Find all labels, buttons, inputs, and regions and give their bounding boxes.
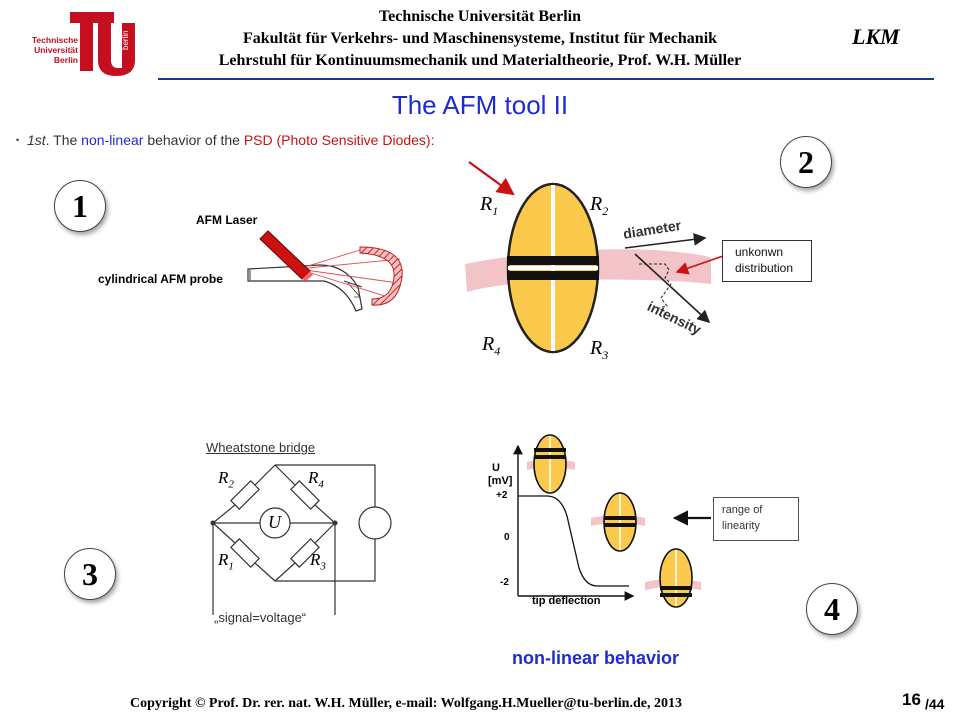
- bullet-text: • 1st. The non-linear behavior of the PS…: [16, 132, 435, 148]
- header-rule: [158, 78, 934, 80]
- nonlinear-caption: non-linear behavior: [512, 648, 680, 668]
- psd-r3: R3: [590, 337, 609, 362]
- wheatstone-circuit: [210, 464, 392, 615]
- range-of-linearity-box: range of linearity: [713, 497, 799, 541]
- box-line: distribution: [735, 261, 794, 275]
- psd-r2: R2: [590, 193, 609, 218]
- afm-laser-label: AFM Laser: [196, 213, 258, 227]
- curve-ylabel-unit: [mV]: [488, 475, 513, 487]
- afm-probe-label: cylindrical AFM probe: [98, 272, 223, 286]
- panel-number-1: 1: [54, 180, 106, 232]
- bridge-signal: „signal=voltage“: [214, 610, 307, 625]
- bridge-r2: R2: [218, 468, 234, 491]
- page-current: 16: [902, 690, 921, 709]
- tick-top: +2: [496, 490, 508, 501]
- tu-logo: berlin Technische Universität Berlin: [18, 10, 142, 78]
- logo-line: Universität: [34, 45, 78, 55]
- tu-logo-mark: berlin: [70, 12, 135, 76]
- header-university: Technische Universität Berlin: [378, 8, 582, 25]
- bullet-part1: . The: [45, 132, 82, 148]
- panel-number-3: 3: [64, 548, 116, 600]
- logo-line: Berlin: [53, 55, 78, 65]
- tick-mid: 0: [504, 532, 510, 543]
- bullet-psd: PSD (Photo Sensitive Diodes):: [243, 132, 435, 148]
- copyright: Copyright © Prof. Dr. rer. nat. W.H. Mül…: [130, 696, 682, 711]
- lkm-logo: LKM: [852, 24, 900, 49]
- bullet-prefix: 1st: [26, 132, 46, 148]
- unknown-distribution-box: unkonwn distribution: [722, 240, 812, 282]
- logo-line: Technische: [31, 35, 78, 45]
- afm-probe-diagram: [247, 230, 403, 312]
- bridge-r3: R3: [310, 550, 326, 573]
- header-faculty: Fakultät für Verkehrs- und Maschinensyst…: [242, 30, 718, 47]
- header-chair: Lehrstuhl für Kontinuumsmechanik und Mat…: [218, 52, 742, 69]
- range-line: linearity: [722, 520, 760, 532]
- slide-title: The AFM tool II: [391, 90, 569, 120]
- page-total: /44: [925, 696, 945, 712]
- bridge-u: U: [268, 512, 281, 532]
- nonlinear-curve-diagram: [513, 434, 711, 608]
- logo-word: berlin: [121, 30, 130, 50]
- bridge-r4: R4: [308, 468, 324, 491]
- range-line: range of: [722, 504, 763, 516]
- bridge-title: Wheatstone bridge: [206, 440, 316, 455]
- bridge-r1: R1: [218, 550, 234, 573]
- curve-ylabel-u: U: [492, 462, 500, 474]
- bullet-part2: behavior of the: [143, 132, 244, 148]
- tick-bottom: -2: [500, 577, 509, 588]
- bullet-highlight: non-linear: [81, 132, 144, 148]
- psd-r4: R4: [482, 333, 501, 358]
- curve-xlabel: tip deflection: [532, 595, 601, 607]
- curve-ylabel: U [mV]: [488, 462, 512, 488]
- psd-diagram: [465, 161, 724, 354]
- panel-number-4: 4: [806, 583, 858, 635]
- box-line: unkonwn: [735, 245, 784, 259]
- psd-r1: R1: [480, 193, 499, 218]
- panel-number-2: 2: [780, 136, 832, 188]
